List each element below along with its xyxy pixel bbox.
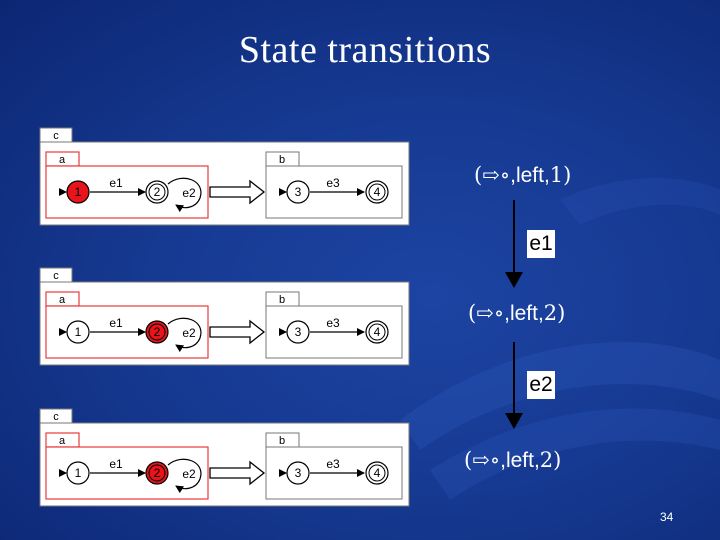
config-text: ,left, [510,164,550,187]
container-label: c [53,130,59,142]
empty-circle-icon: ∘ [489,448,501,472]
event-label-e2: e2 [527,371,555,399]
state-label-1: 1 [75,325,82,339]
statechart-1: ca b e1 e3 e2 1 2 3 4 [39,127,410,226]
state-label-2: 2 [154,185,161,199]
transition-label-e3: e3 [326,316,340,330]
region-transition-arrow [209,460,266,486]
transition-e2-loop [167,458,202,494]
state-1 [66,320,90,344]
region-transition-arrow [209,179,266,205]
state-label-4: 4 [374,466,381,480]
statechart-3: ca b e1 e3 e2 1 2 3 4 [39,408,410,507]
transition-label-e1: e1 [109,316,123,330]
transition-arrow-icon: ⇨ [482,163,500,187]
state-2-inner-ring [148,323,166,341]
page-number: 34 [660,510,674,524]
container-label: c [53,270,59,282]
state-label-4: 4 [374,325,381,339]
transition-label-e3: e3 [326,457,340,471]
region-transition-arrow [209,319,266,345]
state-1 [66,461,90,485]
transition-label-e2: e2 [182,467,196,481]
state-2-inner-ring [148,183,166,201]
config-text: ,left, [500,449,540,472]
state-label-3: 3 [295,325,302,339]
config-number: 2 [539,448,554,472]
state-4-inner-ring [368,464,386,482]
region-b-label: b [279,294,285,306]
transition-label-e1: e1 [109,457,123,471]
container-label: c [53,411,59,423]
transition-e2-loop [167,177,202,213]
transition-label-e1: e1 [109,176,123,190]
configuration-1: (⇨∘,left,1) [474,163,572,187]
slide-title: State transitions [238,29,492,71]
region-a-label: a [59,435,66,447]
state-3 [286,320,310,344]
config-number: 2 [543,301,558,325]
transition-label-e3: e3 [326,176,340,190]
config-number: 1 [549,163,564,187]
transition-arrow-icon: ⇨ [476,301,494,325]
state-label-3: 3 [295,466,302,480]
state-label-3: 3 [295,185,302,199]
configuration-3: (⇨∘,left,2) [464,448,562,472]
config-text: ,left, [504,302,544,325]
state-4-inner-ring [368,323,386,341]
empty-circle-icon: ∘ [493,301,505,325]
event-label-e1: e1 [527,230,555,258]
state-3 [286,461,310,485]
state-3 [286,180,310,204]
state-label-1: 1 [75,466,82,480]
state-1 [66,180,90,204]
state-label-2: 2 [154,466,161,480]
statechart-2: ca b e1 e3 e2 1 2 3 4 [39,267,410,366]
transition-arrow-icon: ⇨ [472,448,490,472]
transition-label-e2: e2 [182,186,196,200]
empty-circle-icon: ∘ [499,163,511,187]
transition-label-e2: e2 [182,326,196,340]
region-a-label: a [59,294,66,306]
transition-e2-loop [167,317,202,353]
state-label-4: 4 [374,185,381,199]
region-b-label: b [279,154,285,166]
state-label-2: 2 [154,325,161,339]
state-label-1: 1 [75,185,82,199]
configuration-2: (⇨∘,left,2) [468,301,566,325]
state-2-inner-ring [148,464,166,482]
region-b-label: b [279,435,285,447]
state-4-inner-ring [368,183,386,201]
flow-arrow-2 [505,342,523,429]
region-a-label: a [59,154,66,166]
flow-arrow-1 [505,200,523,288]
